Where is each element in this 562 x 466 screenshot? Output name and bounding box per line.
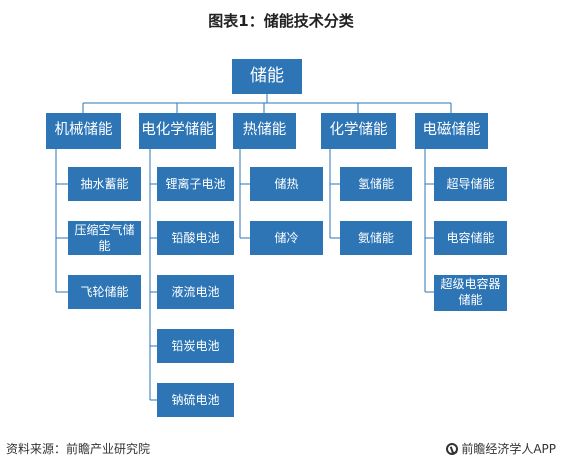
leaf-pumped-hydro: 抽水蓄能 bbox=[68, 167, 141, 201]
leaf-capacitor: 电容储能 bbox=[434, 221, 507, 255]
leaf-flywheel: 飞轮储能 bbox=[68, 275, 141, 309]
brand-label: 前瞻经济学人APP bbox=[461, 442, 556, 456]
category-electrochemical: 电化学储能 bbox=[139, 113, 216, 149]
category-mechanical: 机械储能 bbox=[46, 113, 121, 149]
leaf-compressed-air: 压缩空气储能 bbox=[68, 221, 141, 255]
leaf-supercapacitor: 超级电容器储能 bbox=[434, 275, 507, 311]
leaf-sodium-sulfur: 钠硫电池 bbox=[157, 383, 234, 417]
category-chemical: 化学储能 bbox=[321, 113, 396, 149]
source-note: 资料来源：前瞻产业研究院 bbox=[6, 442, 151, 456]
leaf-cold-storage: 储冷 bbox=[250, 221, 323, 255]
category-thermal: 热储能 bbox=[233, 113, 296, 149]
brand-footer: 前瞻经济学人APP bbox=[446, 440, 556, 457]
leaf-heat-storage: 储热 bbox=[250, 167, 323, 201]
brand-logo-icon bbox=[446, 442, 459, 455]
category-electromagnetic: 电磁储能 bbox=[415, 113, 488, 149]
root-node: 储能 bbox=[232, 59, 302, 94]
leaf-hydrogen: 氢储能 bbox=[340, 167, 412, 201]
chart-title: 图表1：储能技术分类 bbox=[208, 12, 354, 30]
leaf-flow-battery: 液流电池 bbox=[157, 275, 234, 309]
leaf-lead-acid: 铅酸电池 bbox=[157, 221, 234, 255]
leaf-lead-carbon: 铅炭电池 bbox=[157, 329, 234, 363]
leaf-ammonia: 氨储能 bbox=[340, 221, 412, 255]
leaf-superconducting: 超导储能 bbox=[434, 167, 507, 201]
leaf-lithium-ion: 锂离子电池 bbox=[157, 167, 234, 201]
